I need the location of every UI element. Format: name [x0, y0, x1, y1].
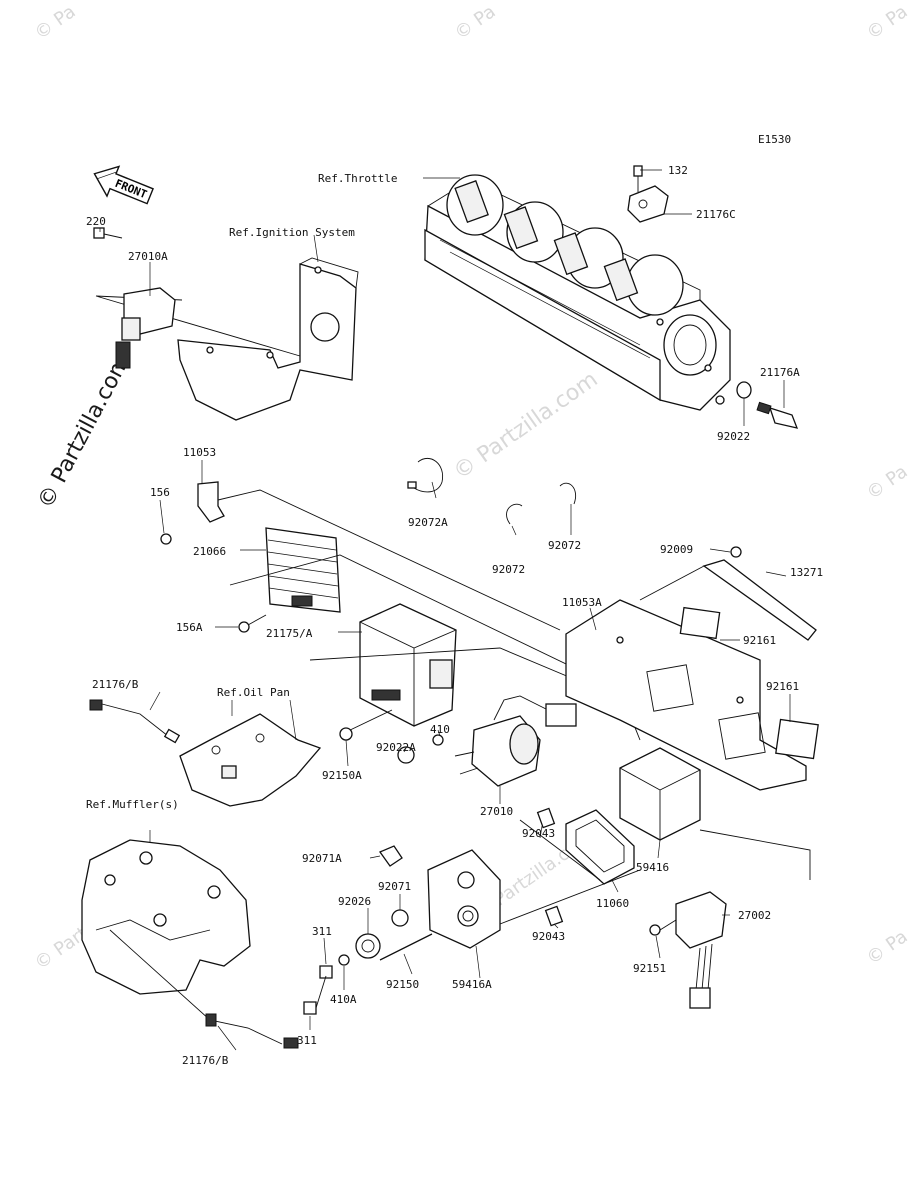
sensor-21176B-upper: [89, 699, 181, 744]
gasket-11060: [565, 809, 635, 885]
sensor-21176A: [756, 401, 799, 429]
part-label-132: 132: [668, 164, 688, 177]
sensor-21176C: [627, 165, 669, 223]
part-label-92071: 92071: [378, 880, 411, 893]
bolt-156A: [238, 621, 250, 633]
part-label-92161-upper: 92161: [743, 634, 776, 647]
part-label-21176A: 21176A: [760, 366, 800, 379]
bolt-92150A: [339, 727, 353, 741]
part-label-21066: 21066: [193, 545, 226, 558]
diagram-code: E1530: [758, 133, 791, 146]
part-label-156: 156: [150, 486, 170, 499]
part-label-311-upper: 311: [312, 925, 332, 938]
watermark-bottom-right: © Pa: [863, 926, 912, 969]
part-label-21176B-lower: 21176/B: [182, 1054, 229, 1067]
cap-92071A: [379, 845, 403, 867]
bracket-11053: [197, 481, 225, 523]
part-label-220: 220: [86, 215, 106, 228]
part-label-410A: 410A: [330, 993, 357, 1006]
housing-59416A: [427, 849, 501, 949]
part-label-11060: 11060: [596, 897, 629, 910]
part-label-27010: 27010: [480, 805, 513, 818]
watermark-middle: © Partzilla.com: [449, 367, 602, 485]
cover-59416: [619, 747, 701, 841]
nut-311-lower: [303, 1001, 317, 1015]
part-label-92022A: 92022A: [376, 741, 416, 754]
part-label-92043-upper: 92043: [522, 827, 555, 840]
part-label-92072-left: 92072: [492, 563, 525, 576]
part-label-21176B-upper: 21176/B: [92, 678, 139, 691]
watermark-top-center: © Pa: [451, 1, 500, 44]
part-label-92151: 92151: [633, 962, 666, 975]
part-label-92072-right: 92072: [548, 539, 581, 552]
ref-muffler-label: Ref.Muffler(s): [86, 798, 179, 811]
relay-27002: [649, 891, 727, 1009]
part-label-21175A: 21175/A: [266, 627, 313, 640]
part-label-92009: 92009: [660, 543, 693, 556]
part-label-11053: 11053: [183, 446, 216, 459]
bolt-156: [160, 533, 172, 545]
clip-92072-right: [559, 482, 576, 505]
oil-pan-drawing: [179, 713, 322, 807]
washer-92022A: [397, 746, 415, 764]
dowel-92043-upper: [536, 807, 556, 829]
part-label-27002: 27002: [738, 909, 771, 922]
part-label-92043-lower: 92043: [532, 930, 565, 943]
bracket-13271: [639, 546, 817, 641]
starter-relay-27010: [454, 695, 577, 787]
dowel-92043-lower: [544, 905, 564, 927]
part-label-59416A: 59416A: [452, 978, 492, 991]
throttle-body-drawing: [424, 174, 731, 411]
part-label-156A: 156A: [176, 621, 203, 634]
seal-92026: [355, 933, 381, 959]
ref-ignition-label: Ref.Ignition System: [229, 226, 355, 239]
pad-92161-upper: [679, 606, 721, 640]
part-label-92161-lower: 92161: [766, 680, 799, 693]
part-label-311-lower: 311: [297, 1034, 317, 1047]
washer-92022: [736, 381, 752, 399]
part-label-92022: 92022: [717, 430, 750, 443]
part-label-21176C: 21176C: [696, 208, 736, 221]
part-label-11053A: 11053A: [562, 596, 602, 609]
sensor-21176B-lower: [109, 929, 299, 1049]
part-label-13271: 13271: [790, 566, 823, 579]
partzilla-side-watermark: © Partzilla.com: [33, 351, 135, 513]
ref-oil-pan-label: Ref.Oil Pan: [217, 686, 290, 699]
washer-410A: [338, 954, 350, 966]
relay-27010A: [93, 227, 176, 369]
part-label-92150: 92150: [386, 978, 419, 991]
ignition-bracket-drawing: [95, 257, 359, 421]
part-label-410: 410: [430, 723, 450, 736]
ecu-21175A: [345, 603, 457, 733]
part-label-92071A: 92071A: [302, 852, 342, 865]
part-label-27010A: 27010A: [128, 250, 168, 263]
watermark-top-left: © Pa: [31, 1, 80, 44]
part-label-92150A: 92150A: [322, 769, 362, 782]
part-label-92026: 92026: [338, 895, 371, 908]
leader-lines: [99, 169, 791, 1051]
clip-92072-left: [506, 503, 523, 525]
part-label-59416: 59416: [636, 861, 669, 874]
washer-410: [432, 734, 444, 746]
watermark-top-right: © Pa: [863, 1, 912, 44]
nut-311-upper: [319, 965, 333, 979]
ref-throttle-label: Ref.Throttle: [318, 172, 397, 185]
watermark-mid-right: © Pa: [863, 461, 912, 504]
pad-92161-lower: [775, 718, 819, 760]
seal-92071: [391, 909, 409, 927]
front-arrow: FRONT: [93, 165, 154, 205]
regulator-21066: [265, 527, 341, 613]
bolt-92150: [379, 933, 433, 961]
part-label-92072A: 92072A: [408, 516, 448, 529]
clip-92072A: [407, 457, 444, 493]
muffler-drawing: [81, 839, 251, 995]
